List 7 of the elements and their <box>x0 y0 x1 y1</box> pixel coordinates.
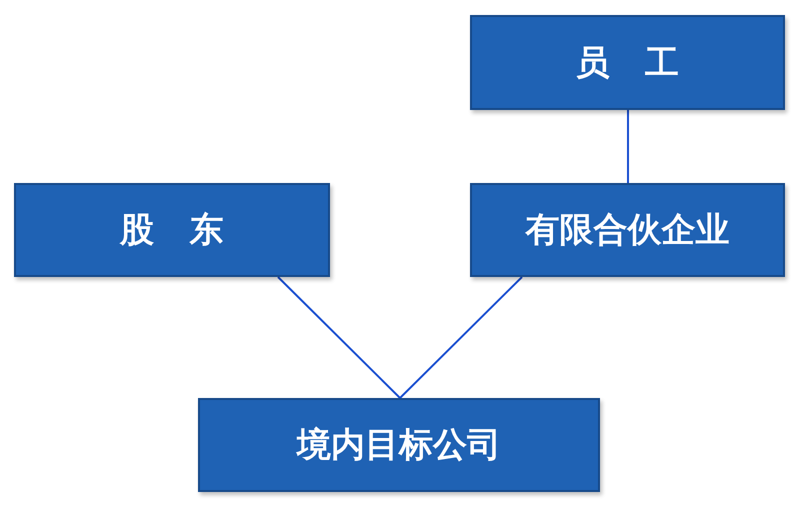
entity-box: 股 东 <box>14 183 330 277</box>
entity-box: 境内目标公司 <box>198 398 600 492</box>
entity-box: 员 工 <box>470 15 785 110</box>
connector-line <box>277 276 401 399</box>
connector-line <box>627 110 629 183</box>
entity-box: 有限合伙企业 <box>470 183 785 277</box>
connector-line <box>399 276 523 399</box>
